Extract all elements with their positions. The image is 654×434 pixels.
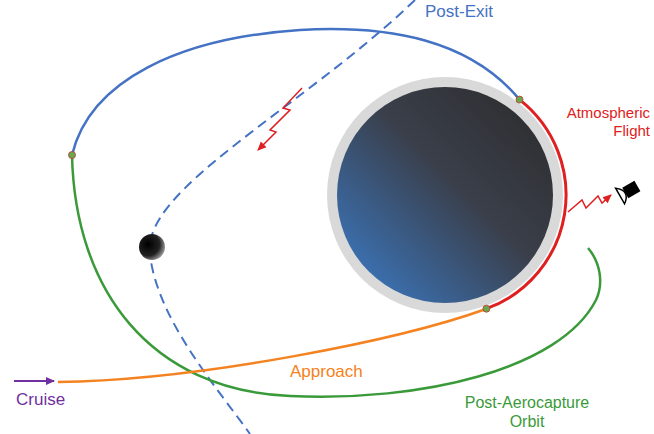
atmospheric-flight-trajectory — [486, 100, 566, 309]
approach-trajectory — [58, 309, 486, 382]
atmosphere — [327, 77, 563, 313]
trajectory-label: Post-Exit — [425, 2, 493, 22]
post-aerocapture-orbit — [72, 155, 600, 397]
moon-orbit — [150, 0, 415, 434]
transition-point — [516, 96, 523, 103]
trajectory-label: Approach — [290, 362, 363, 382]
transition-point — [69, 152, 76, 159]
planet — [337, 87, 553, 303]
transition-point — [483, 305, 490, 312]
antenna-icon — [616, 178, 642, 204]
signal-zigzag — [258, 88, 302, 150]
cruise-arrow — [14, 380, 54, 382]
signal-zigzag — [568, 195, 611, 212]
trajectory-label: Post-Aerocapture Orbit — [452, 393, 602, 431]
trajectory-label: Cruise — [16, 390, 65, 410]
moon — [139, 234, 165, 260]
post-exit-trajectory — [72, 29, 520, 155]
trajectory-label: Atmospheric Flight — [567, 104, 650, 140]
